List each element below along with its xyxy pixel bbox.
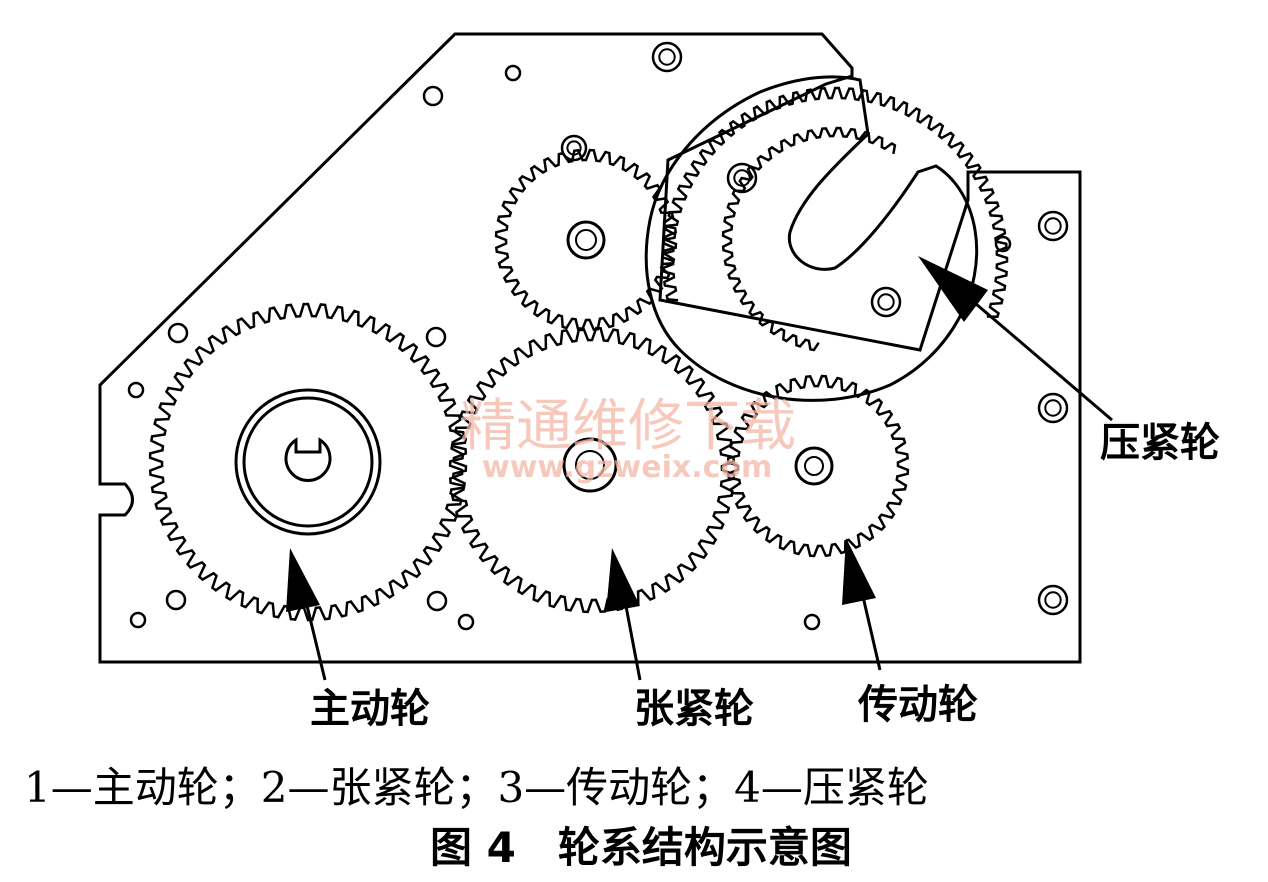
pressure-wheel-gear-inner	[721, 126, 897, 352]
mounting-hole	[1037, 584, 1069, 616]
pointer-pressure	[918, 256, 1113, 422]
pointer-drive	[286, 548, 327, 681]
mounting-hole	[1037, 210, 1069, 242]
small-upper-gear	[494, 148, 678, 332]
small-gear-hub-inner	[575, 229, 597, 251]
mounting-holes-group	[127, 41, 1069, 631]
mounting-hole-inner	[877, 293, 895, 311]
mounting-hole	[165, 589, 187, 611]
mounting-hole	[129, 611, 147, 629]
watermark-text: 精通维修下载	[460, 394, 796, 459]
label-tensioner-wheel: 张紧轮	[634, 686, 754, 732]
drive-hub-inner-ring	[242, 396, 374, 528]
mounting-hole	[457, 613, 475, 631]
mounting-hole	[870, 286, 902, 318]
tensioner-hub-inner	[575, 450, 605, 480]
mounting-hole	[426, 590, 448, 612]
mounting-hole	[167, 322, 189, 344]
label-transmission-wheel: 传动轮	[857, 682, 978, 728]
pointer-transmission	[842, 538, 882, 671]
mounting-hole	[726, 162, 758, 194]
transmission-hub	[794, 446, 834, 486]
mounting-hole	[425, 326, 447, 348]
mounting-hole	[127, 381, 145, 399]
mounting-hole-inner	[1044, 591, 1062, 609]
drive-hub-outer-ring	[234, 388, 382, 536]
label-drive-wheel: 主动轮	[310, 686, 430, 732]
legend: 1—主动轮；2—张紧轮；3—传动轮；4—压紧轮	[24, 763, 929, 812]
mounting-hole	[504, 64, 522, 82]
transmission-wheel-gear	[726, 374, 910, 558]
tensioner-hub	[562, 437, 618, 493]
mounting-hole-inner	[658, 48, 676, 66]
small-gear-hub	[566, 220, 606, 260]
mounting-hole	[994, 235, 1012, 253]
pressure-wheel-gear-outer	[661, 86, 1009, 318]
label-pressure-wheel: 压紧轮	[1100, 420, 1220, 466]
mounting-hole-inner	[733, 169, 751, 187]
mounting-hole	[651, 41, 683, 73]
mounting-hole	[1037, 392, 1069, 424]
transmission-hub-inner	[804, 456, 824, 476]
figure-caption: 图 4 轮系结构示意图	[430, 823, 852, 872]
pointer-tensioner	[606, 548, 642, 681]
mounting-hole	[803, 613, 821, 631]
mounting-hole-inner	[566, 140, 582, 156]
mounting-plate	[98, 32, 1082, 664]
drive-shaft-keyway	[284, 437, 332, 482]
watermark-url: www.gzweix.com	[482, 450, 772, 485]
mounting-hole	[422, 85, 444, 107]
tensioner-wheel-gear	[448, 326, 736, 614]
mounting-hole-inner	[1044, 399, 1062, 417]
mounting-hole-inner	[1044, 217, 1062, 235]
mounting-hole	[560, 134, 588, 162]
pressure-sector-plate	[644, 75, 979, 402]
gears-group	[148, 86, 1009, 622]
drive-wheel-gear	[148, 302, 468, 622]
